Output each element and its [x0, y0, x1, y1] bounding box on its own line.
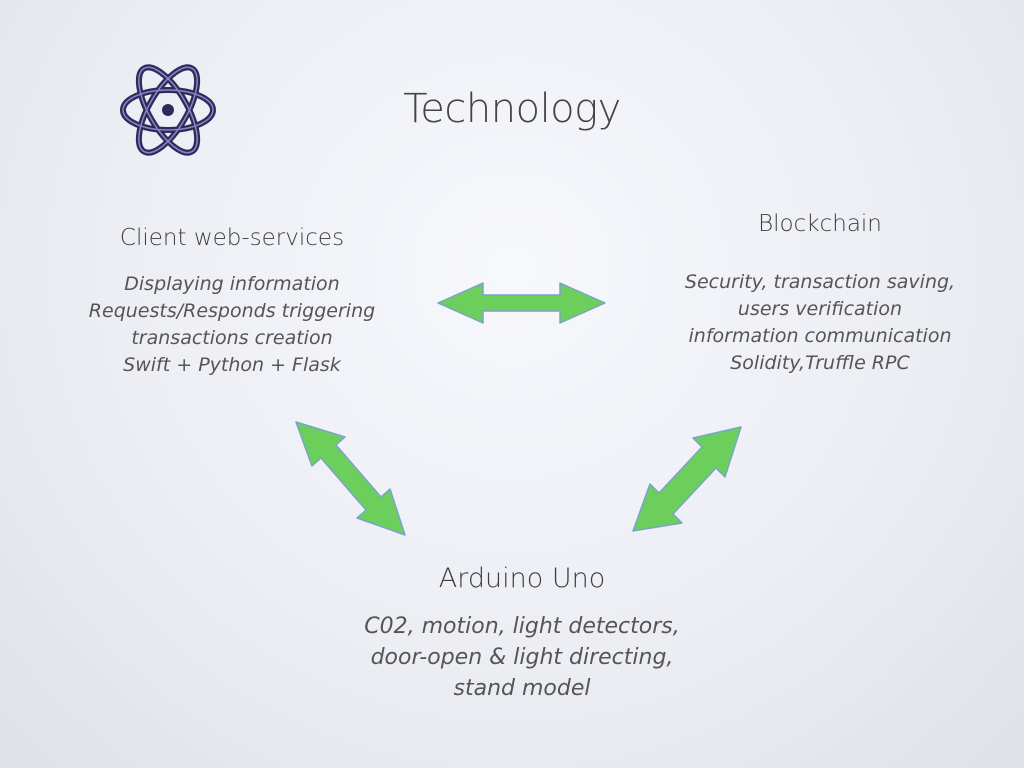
slide-title: Technology [403, 86, 621, 132]
client-line: Swift + Python + Flask [123, 354, 341, 376]
arduino-line: stand model [453, 676, 591, 701]
blockchain-line: users verification [737, 298, 903, 320]
client-line: transactions creation [131, 327, 333, 349]
blockchain-line: Solidity,Truffle RPC [730, 352, 910, 374]
blockchain-line: information communication [688, 325, 952, 347]
double-arrow-icon [632, 426, 742, 532]
client-line: Displaying information [124, 273, 340, 295]
arduino-line: C02, motion, light detectors, [364, 614, 680, 639]
atom-icon [120, 64, 216, 156]
blockchain-node-description: Security, transaction saving, users veri… [660, 269, 980, 377]
arduino-node-description: C02, motion, light detectors, door-open … [352, 611, 692, 704]
double-arrow-icon [437, 282, 606, 324]
blockchain-line: Security, transaction saving, [684, 271, 956, 293]
blockchain-node-title: Blockchain [758, 211, 882, 237]
arduino-line: door-open & light directing, [370, 645, 674, 670]
client-line: Requests/Responds triggering [88, 300, 376, 322]
double-arrow-icon [295, 421, 406, 536]
client-node-title: Client web-services [119, 225, 345, 251]
client-node-description: Displaying information Requests/Responds… [72, 271, 392, 379]
arduino-node-title: Arduino Uno [438, 563, 606, 594]
